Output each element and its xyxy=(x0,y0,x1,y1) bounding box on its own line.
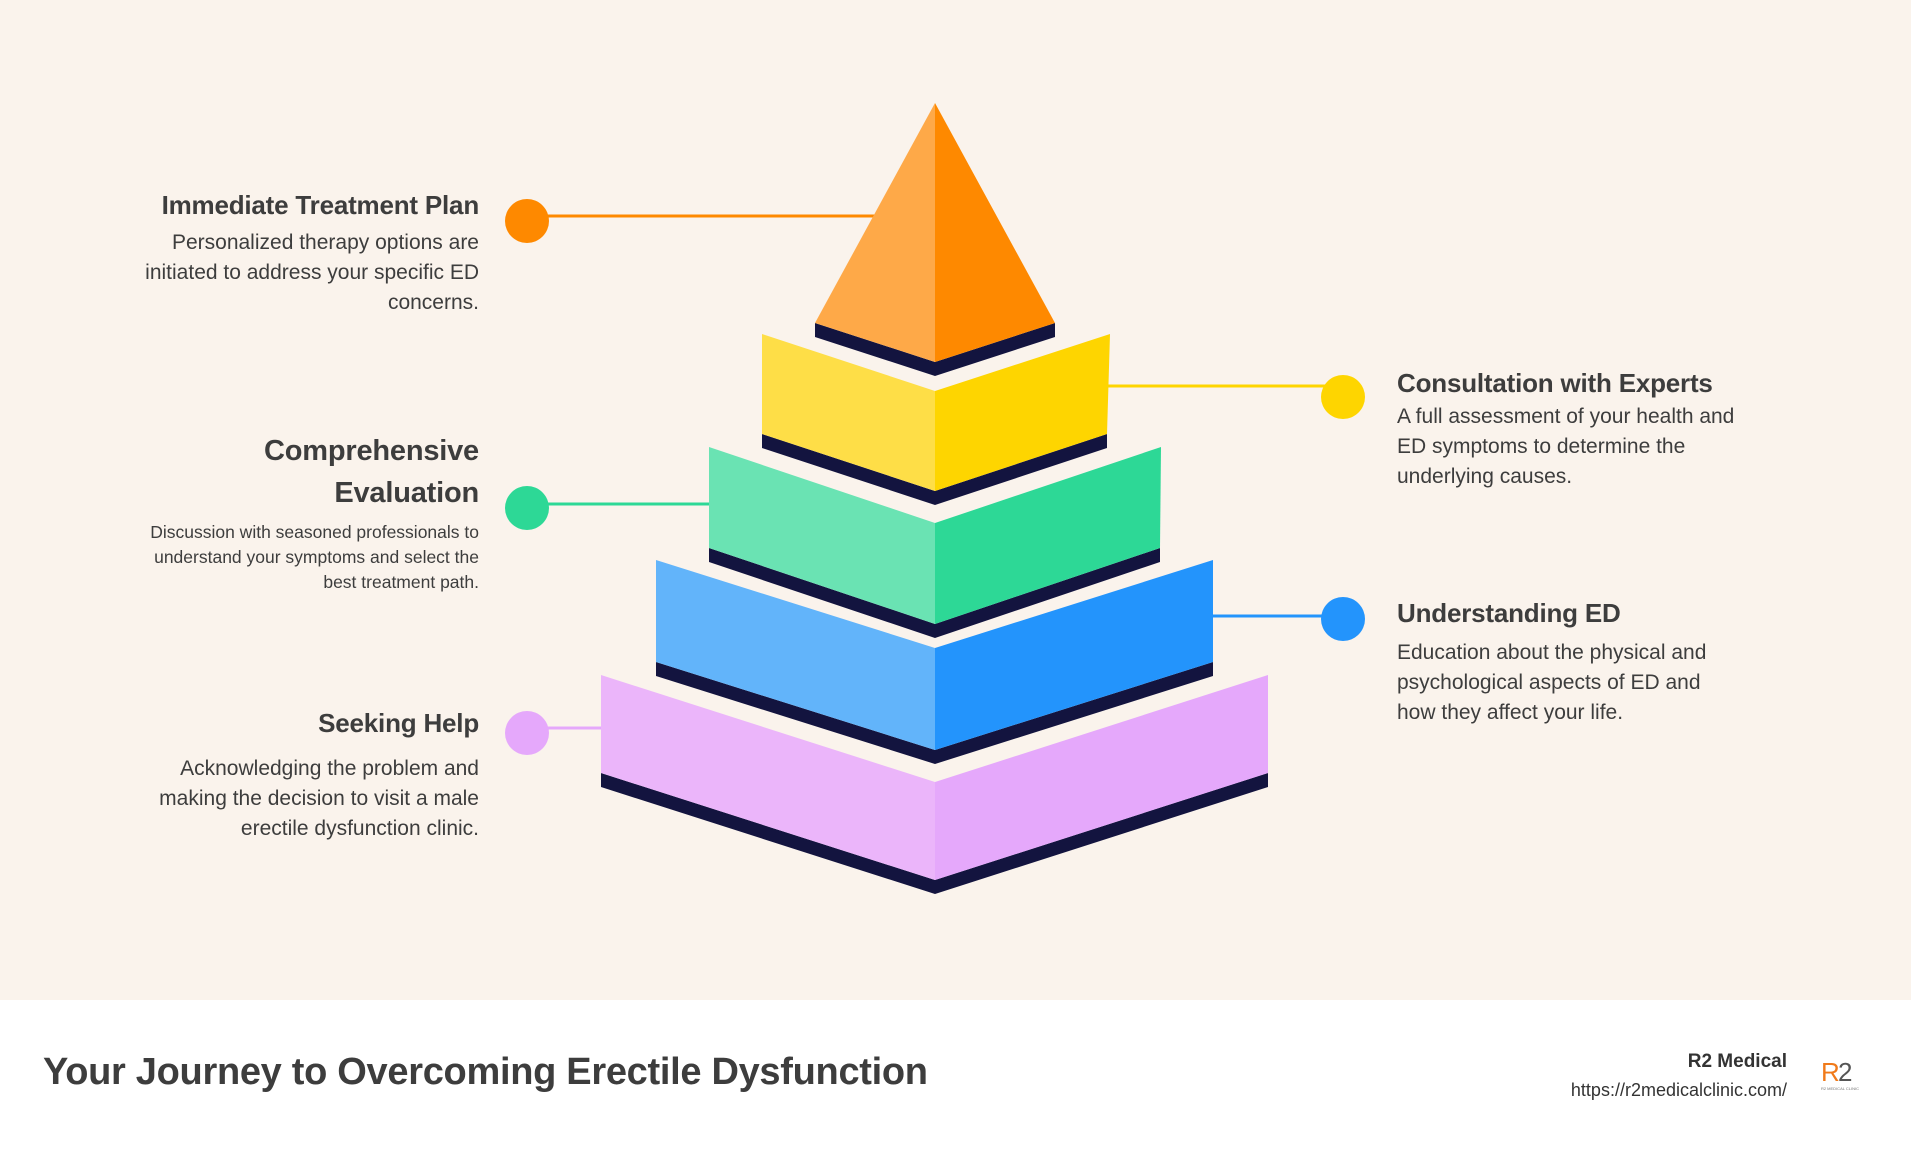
marker-dot-understanding-ed xyxy=(1321,597,1365,641)
marker-dot-comprehensive-evaluation xyxy=(505,486,549,530)
layer-left-face-immediate-treatment-plan xyxy=(815,103,935,362)
marker-dot-immediate-treatment-plan xyxy=(505,199,549,243)
logo-r: R xyxy=(1821,1057,1840,1087)
layer-title: Comprehensive Evaluation xyxy=(264,435,479,509)
infographic-title: Your Journey to Overcoming Erectile Dysf… xyxy=(43,1051,928,1093)
layer-description: Acknowledging the problem and making the… xyxy=(159,757,479,840)
r2-logo: R 2 R2 MEDICAL CLINIC xyxy=(1821,1057,1859,1091)
layer-right-face-understanding-ed xyxy=(935,560,1213,750)
label-understanding-ed: Understanding ED Education about the phy… xyxy=(1397,596,1737,728)
label-comprehensive-evaluation: Comprehensive Evaluation Discussion with… xyxy=(130,430,479,595)
pyramid-diagram xyxy=(505,103,1365,894)
layer-left-face-comprehensive-evaluation xyxy=(709,447,935,624)
layer-description: Education about the physical and psychol… xyxy=(1397,641,1707,724)
layer-description: A full assessment of your health and ED … xyxy=(1397,405,1735,488)
layer-title: Immediate Treatment Plan xyxy=(161,190,480,220)
layer-right-face-seeking-help xyxy=(935,675,1268,880)
brand-url-link[interactable]: https://r2medicalclinic.com/ xyxy=(1570,1080,1787,1100)
marker-dot-seeking-help xyxy=(505,711,549,755)
layer-right-face-immediate-treatment-plan xyxy=(935,103,1055,362)
layer-right-face-consultation-with-experts xyxy=(935,334,1110,491)
layer-description: Discussion with seasoned professionals t… xyxy=(150,522,479,592)
layer-title: Seeking Help xyxy=(318,708,479,738)
brand-name: R2 Medical xyxy=(1687,1051,1787,1072)
layer-description: Personalized therapy options are initiat… xyxy=(145,231,479,314)
layer-left-face-consultation-with-experts xyxy=(762,334,935,491)
layer-title: Understanding ED xyxy=(1397,598,1621,628)
layer-right-face-comprehensive-evaluation xyxy=(935,447,1161,624)
layer-edge-immediate-treatment-plan xyxy=(815,323,1055,376)
label-consultation-with-experts: Consultation with Experts A full assessm… xyxy=(1397,366,1737,492)
logo-subtext: R2 MEDICAL CLINIC xyxy=(1821,1086,1859,1091)
layer-left-face-understanding-ed xyxy=(656,560,935,750)
layer-title: Consultation with Experts xyxy=(1397,368,1713,398)
layer-left-face-seeking-help xyxy=(601,675,935,880)
logo-2: 2 xyxy=(1838,1057,1852,1087)
label-immediate-treatment-plan: Immediate Treatment Plan Personalized th… xyxy=(120,188,479,318)
marker-dot-consultation-with-experts xyxy=(1321,375,1365,419)
label-seeking-help: Seeking Help Acknowledging the problem a… xyxy=(150,706,479,844)
layer-edge-consultation-with-experts xyxy=(762,434,1107,505)
